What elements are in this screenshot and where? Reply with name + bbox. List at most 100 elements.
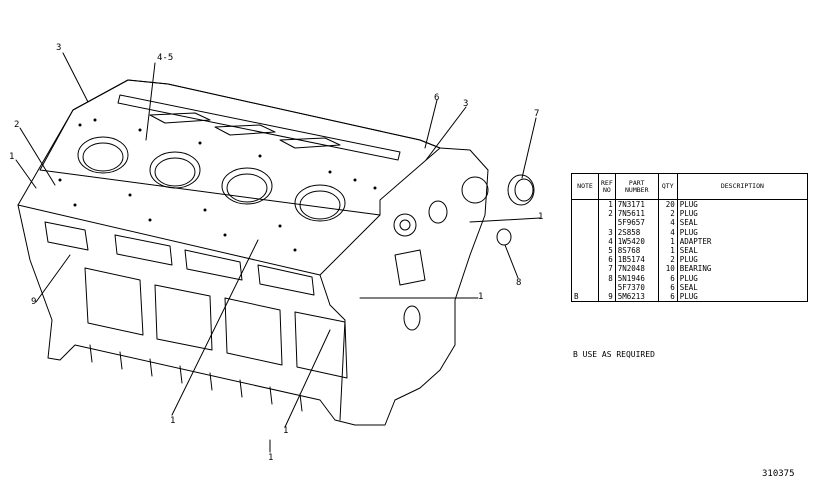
part-number-cell: 7N3171 xyxy=(614,199,659,210)
callout-2: 2 xyxy=(14,120,20,130)
skirt-ribs xyxy=(89,344,303,412)
note-cell xyxy=(571,218,599,228)
part-number-cell: 5M6213 xyxy=(614,292,659,303)
ref-no-cell: 7 xyxy=(598,264,616,274)
ref-no-cell: 6 xyxy=(598,255,616,265)
part-number-cell: 2S858 xyxy=(614,227,659,237)
part-number-cell: 8S768 xyxy=(614,246,659,256)
note-cell xyxy=(571,227,599,237)
parts-table-header: NOTE REF NO PART NUMBER QTY DESCRIPTION xyxy=(571,173,809,200)
ref-no-cell: 9 xyxy=(598,292,616,303)
drawing-number: 310375 xyxy=(762,469,795,479)
qty-cell: 1 xyxy=(657,246,678,256)
callout-1-bottom-a: 1 xyxy=(170,416,176,426)
ref-no-cell: 2 xyxy=(598,209,616,219)
description-cell: ADAPTER xyxy=(676,236,809,247)
part-number-cell: 7N5611 xyxy=(614,209,659,219)
detached-parts xyxy=(496,174,535,246)
ref-no-cell: 4 xyxy=(598,236,616,247)
header-qty: QTY xyxy=(657,173,678,200)
ref-no-cell: 3 xyxy=(598,227,616,237)
description-cell: SEAL xyxy=(676,282,809,293)
part-number-cell: 5F7370 xyxy=(614,282,659,293)
qty-cell: 2 xyxy=(657,255,678,265)
note-cell: B xyxy=(571,292,599,303)
description-cell: PLUG xyxy=(676,227,809,237)
note-cell xyxy=(571,273,599,283)
header-description: DESCRIPTION xyxy=(676,173,809,200)
callout-1-bottom-c: 1 xyxy=(268,453,274,463)
callout-3-right: 3 xyxy=(463,99,469,109)
qty-cell: 1 xyxy=(657,236,678,247)
ref-no-cell xyxy=(598,218,616,228)
description-cell: PLUG xyxy=(676,199,809,210)
qty-cell: 20 xyxy=(657,199,678,210)
cylinder-bores xyxy=(77,136,346,222)
qty-cell: 10 xyxy=(657,264,678,274)
crankcase-openings xyxy=(84,267,348,379)
note-cell xyxy=(571,282,599,293)
note-cell xyxy=(571,209,599,219)
front-face-edge xyxy=(17,204,381,276)
part-number-cell: 7N2048 xyxy=(614,264,659,274)
callout-1-right: 1 xyxy=(538,212,544,222)
part-number-cell: 1W5420 xyxy=(614,236,659,247)
ref-no-cell xyxy=(598,282,616,293)
deck-holes xyxy=(58,118,377,252)
ref-no-cell: 8 xyxy=(598,273,616,283)
part-number-cell: 5F9657 xyxy=(614,218,659,228)
ref-no-cell: 5 xyxy=(598,246,616,256)
footnote: B USE AS REQUIRED xyxy=(573,350,655,359)
qty-cell: 6 xyxy=(657,292,678,303)
qty-cell: 4 xyxy=(657,227,678,237)
header-part-number: PART NUMBER xyxy=(614,173,659,200)
description-cell: BEARING xyxy=(676,264,809,274)
callout-8: 8 xyxy=(516,278,522,288)
qty-cell: 2 xyxy=(657,209,678,219)
header-ref-no: REF NO xyxy=(598,173,616,200)
description-cell: PLUG xyxy=(676,255,809,265)
description-cell: SEAL xyxy=(676,246,809,256)
qty-cell: 4 xyxy=(657,218,678,228)
description-cell: SEAL xyxy=(676,218,809,228)
header-note: NOTE xyxy=(571,173,599,200)
description-cell: PLUG xyxy=(676,273,809,283)
note-cell xyxy=(571,236,599,247)
note-cell xyxy=(571,199,599,210)
top-deck xyxy=(39,79,441,216)
upper-ports xyxy=(44,221,315,296)
part-number-cell: 1B5174 xyxy=(614,255,659,265)
callout-4-5: 4-5 xyxy=(157,53,174,63)
note-cell xyxy=(571,246,599,256)
callout-7: 7 xyxy=(534,109,540,119)
description-cell: PLUG xyxy=(676,209,809,219)
qty-cell: 6 xyxy=(657,273,678,283)
leader-lines xyxy=(15,52,541,453)
note-cell xyxy=(571,255,599,265)
description-cell: PLUG xyxy=(676,292,809,303)
callout-1-left: 1 xyxy=(9,152,15,162)
qty-cell: 6 xyxy=(657,282,678,293)
callout-3-left: 3 xyxy=(56,43,62,53)
rear-face xyxy=(393,176,489,331)
ref-no-cell: 1 xyxy=(598,199,616,210)
part-number-cell: 5N1946 xyxy=(614,273,659,283)
callout-1-bottom-b: 1 xyxy=(283,426,289,436)
note-cell xyxy=(571,264,599,274)
block-outline xyxy=(17,79,489,426)
callout-9: 9 xyxy=(31,297,37,307)
parts-table: NOTE REF NO PART NUMBER QTY DESCRIPTION … xyxy=(571,173,809,303)
